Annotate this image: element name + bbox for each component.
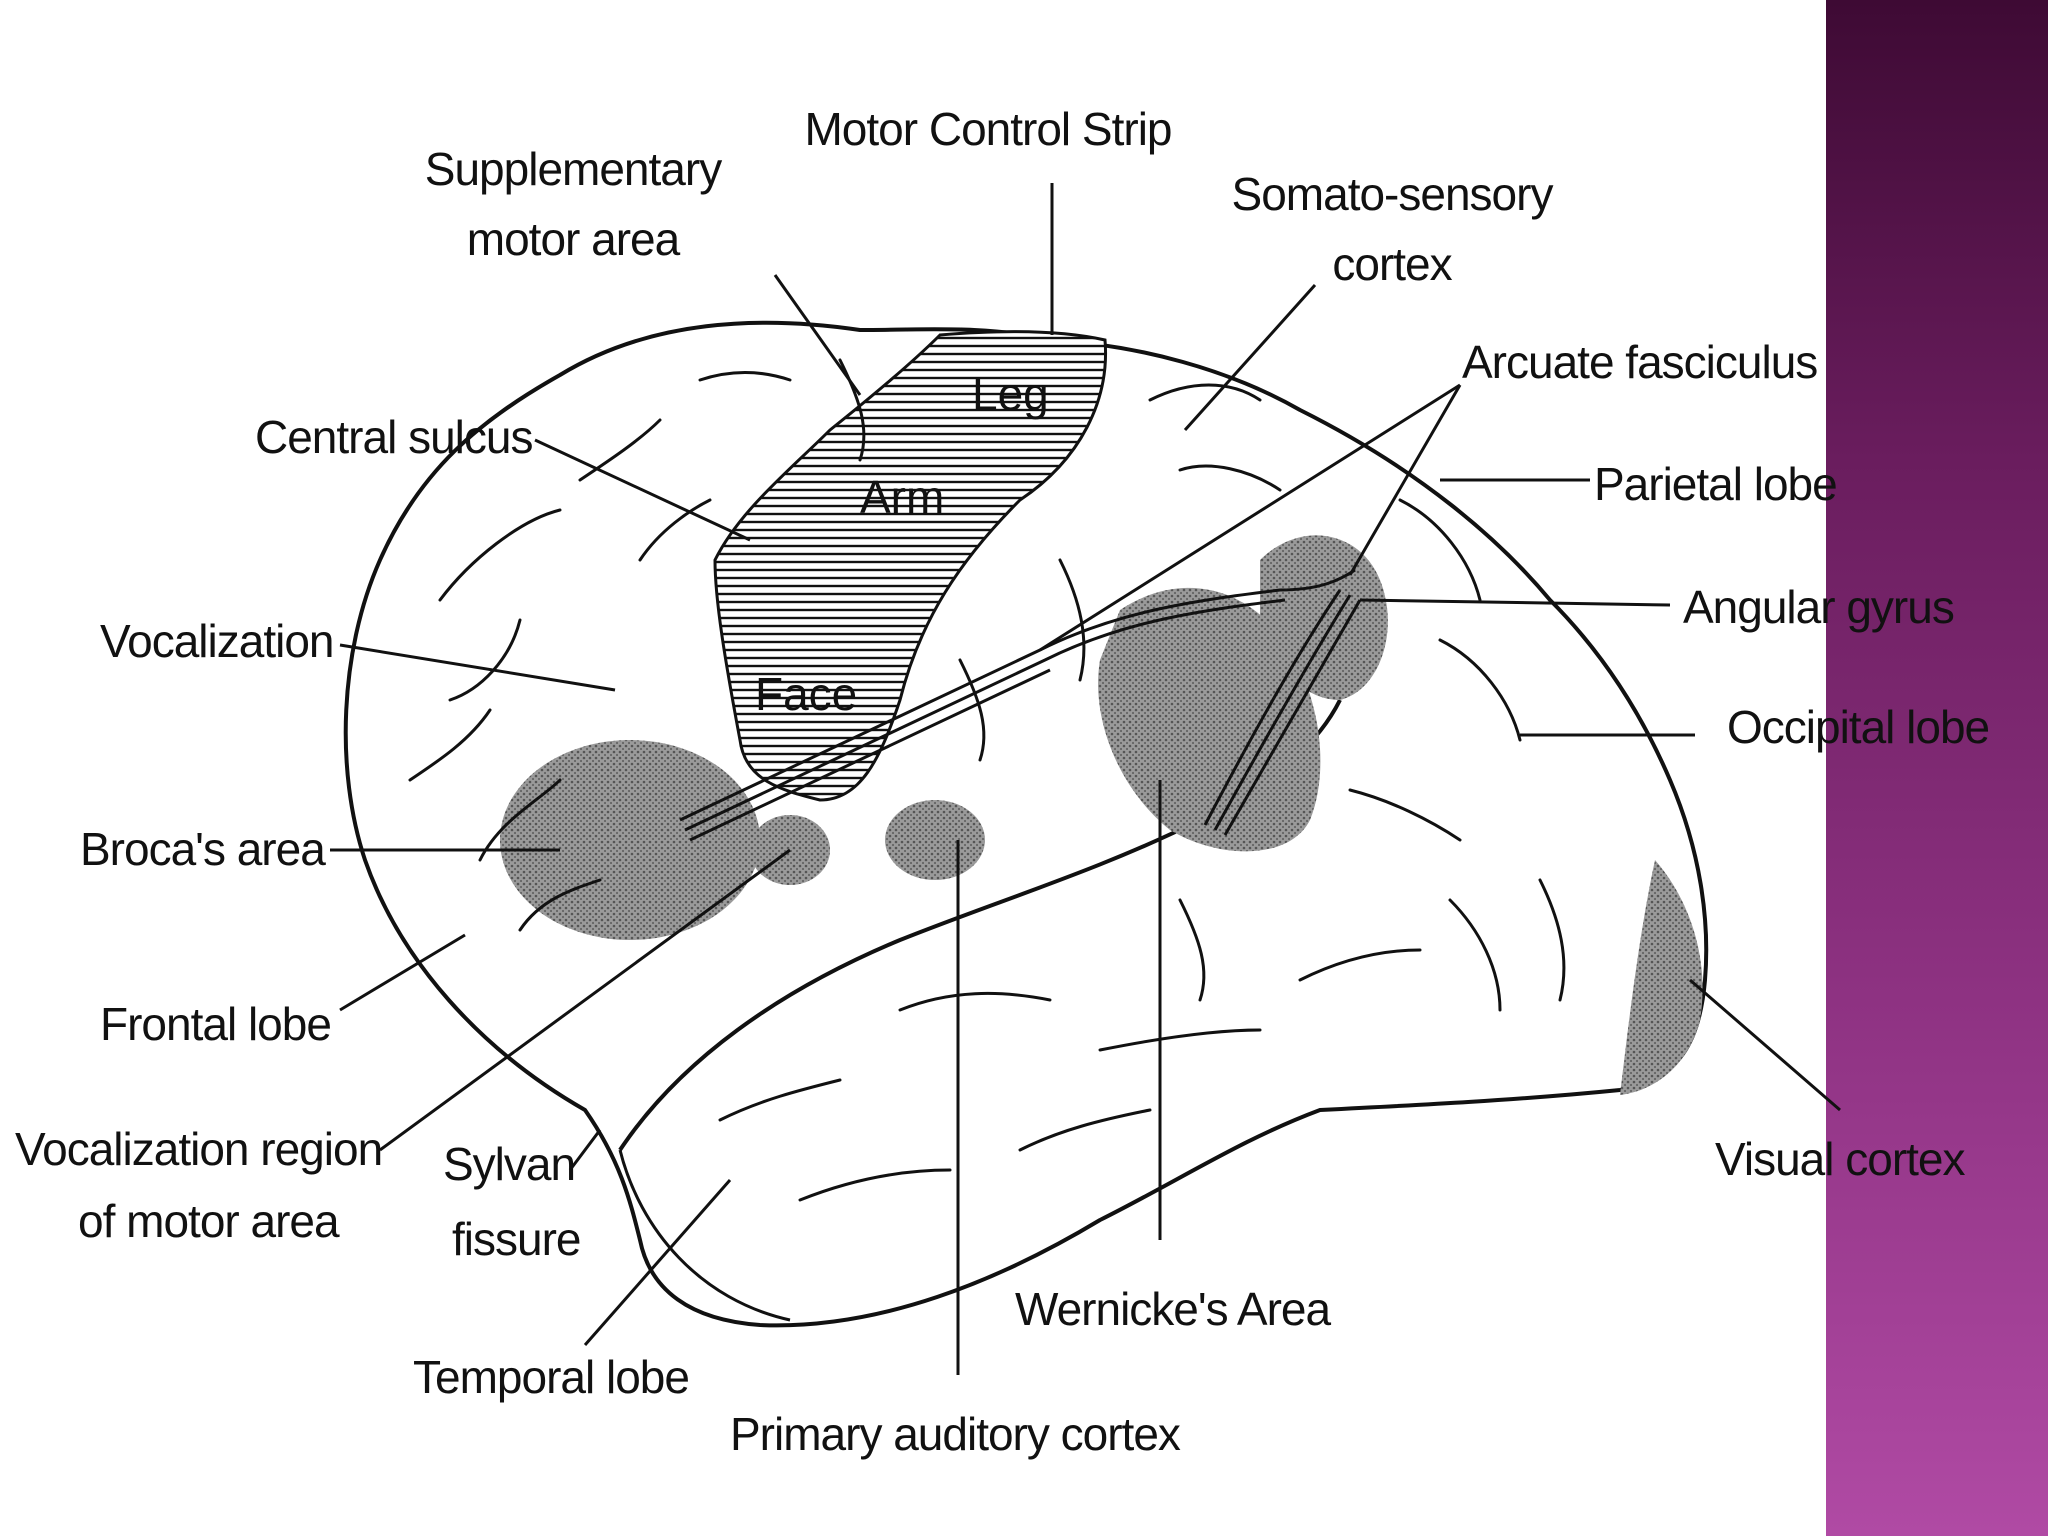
brocas-area-shading	[500, 740, 760, 940]
label-parietal-lobe: Parietal lobe	[1594, 458, 1837, 510]
label-supplementary-line2: motor area	[467, 213, 681, 265]
label-temporal-lobe: Temporal lobe	[413, 1351, 689, 1403]
strip-label-face: Face	[755, 668, 857, 720]
brain-gyri	[408, 358, 1566, 1202]
angular-gyrus-shading	[1260, 535, 1388, 700]
label-occipital-lobe: Occipital lobe	[1727, 701, 1989, 753]
leader-lines	[330, 183, 1841, 1375]
label-central-sulcus: Central sulcus	[255, 411, 532, 463]
label-supplementary-line1: Supplementary	[425, 143, 722, 195]
label-visual-cortex: Visual cortex	[1715, 1133, 1966, 1185]
temporal-lobe-outline	[618, 1149, 791, 1322]
label-somato-sensory-line2: cortex	[1332, 238, 1452, 290]
label-motor-control-strip: Motor Control Strip	[804, 103, 1171, 155]
strip-label-leg: Leg	[972, 368, 1049, 420]
label-vocalization: Vocalization	[100, 615, 334, 667]
motor-control-strip	[713, 330, 1108, 802]
label-vocalization-region-line1: Vocalization region	[15, 1123, 382, 1175]
label-vocalization-region-line2: of motor area	[78, 1195, 340, 1247]
wernickes-area-shading	[1098, 587, 1321, 852]
visual-cortex-shading	[1620, 860, 1703, 1095]
auditory-cortex-shading	[885, 800, 985, 880]
label-primary-auditory-cortex: Primary auditory cortex	[730, 1408, 1181, 1460]
label-sylvan-line1: Sylvan	[443, 1138, 575, 1190]
strip-label-arm: Arm	[860, 471, 944, 523]
label-frontal-lobe: Frontal lobe	[100, 998, 331, 1050]
label-somato-sensory-line1: Somato-sensory	[1232, 168, 1554, 220]
label-angular-gyrus: Angular gyrus	[1683, 581, 1954, 633]
label-sylvan-line2: fissure	[452, 1213, 580, 1265]
decorative-side-band	[1826, 0, 2048, 1536]
arcuate-fasciculus-fibers	[679, 568, 1362, 842]
label-wernickes-area: Wernicke's Area	[1015, 1283, 1331, 1335]
label-brocas-area: Broca's area	[80, 823, 326, 875]
label-arcuate-fasciculus: Arcuate fasciculus	[1462, 336, 1817, 388]
